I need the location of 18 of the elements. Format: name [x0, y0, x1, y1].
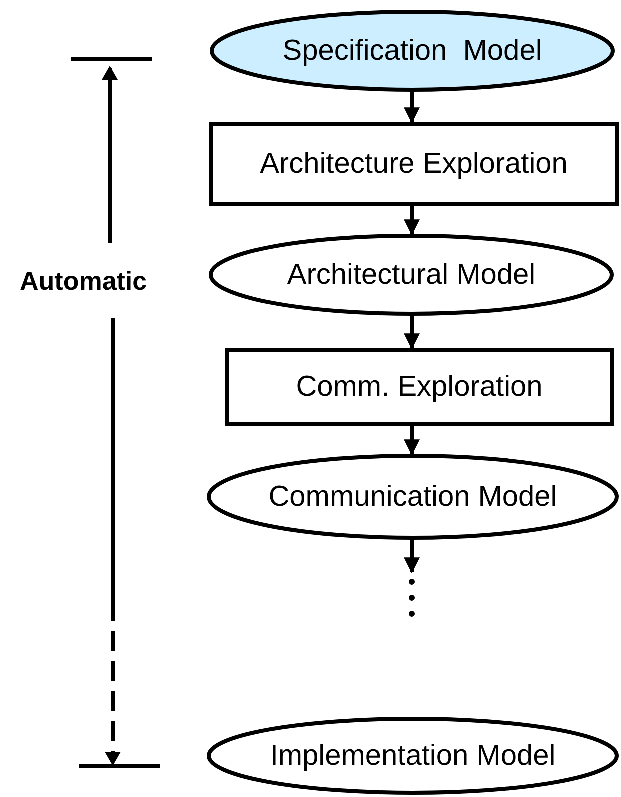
- node-label: Architectural Model: [287, 258, 536, 292]
- arrow: [404, 540, 420, 574]
- model-ellipse: [207, 454, 619, 540]
- node-label: Architecture Exploration: [260, 148, 568, 180]
- node-label: Comm. Exploration: [296, 370, 543, 404]
- node-label: Specification Model: [282, 34, 542, 68]
- model-ellipse: [209, 234, 614, 316]
- arrow: [404, 206, 420, 236]
- node-label: Implementation Model: [270, 740, 556, 772]
- arrow: [404, 316, 420, 350]
- node-label: Communication Model: [268, 480, 558, 514]
- model-ellipse: [207, 717, 619, 795]
- process-box: [209, 122, 619, 206]
- model-ellipse: [210, 10, 615, 92]
- process-box: [225, 348, 614, 426]
- arrow: [404, 92, 420, 124]
- span-label: Automatic: [20, 266, 148, 297]
- arrow: [404, 426, 420, 456]
